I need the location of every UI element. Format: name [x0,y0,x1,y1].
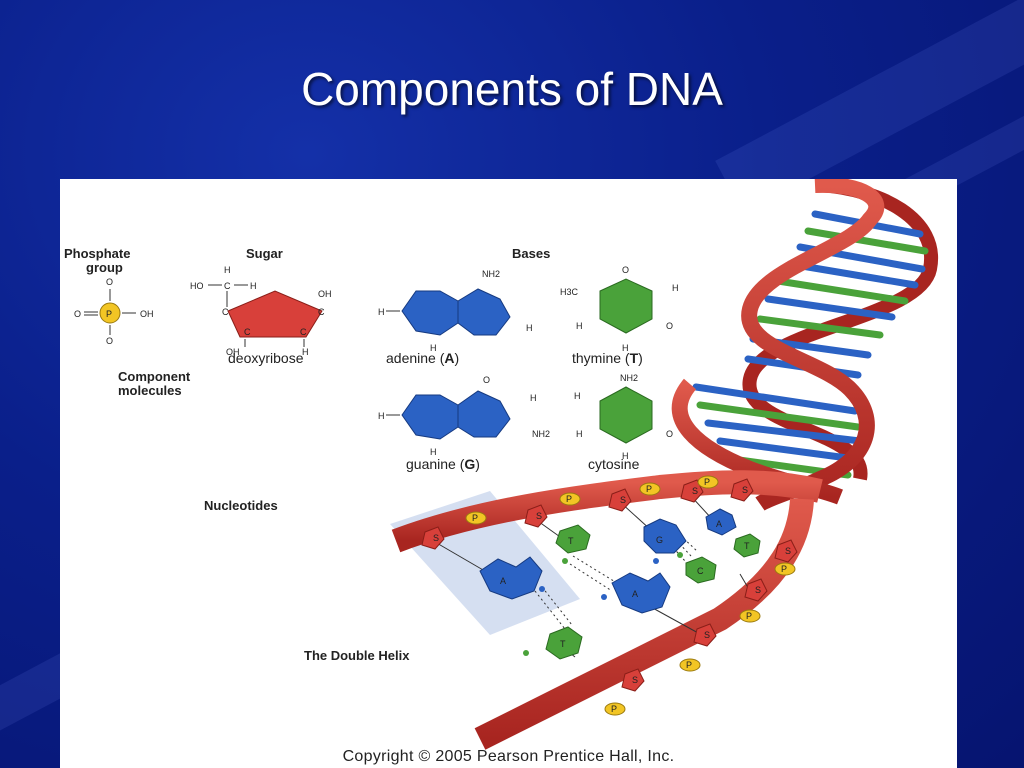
double-helix-upper [671,179,939,511]
base-label-guanine: G [656,535,663,545]
atom-label: OH [140,309,154,319]
adenine-structure: H NH2 H H [378,269,533,353]
atom-label: C [224,281,231,291]
base-label-cytosine: C [697,566,704,576]
atom-label: HO [190,281,204,291]
component-molecules-line1: Component [118,369,191,384]
guanine-structure: H O H NH2 H [378,375,550,457]
atom-label: C [300,327,307,337]
atom-label: OH [226,347,240,357]
helix-bases: A T T A G C A T [479,508,761,660]
guanine-label: guanine (G) [406,456,480,472]
sugar-label: S [620,495,626,505]
sugar-label: S [433,533,439,543]
deoxyribose-label: deoxyribose [228,350,304,366]
thymine-label: thymine (T) [572,350,643,366]
atom-label: C [244,327,251,337]
atom-label: O [106,336,113,346]
atom-label: OH [318,289,332,299]
sugar-label: S [742,485,748,495]
phosphate-label: P [646,484,652,494]
base-label-thymine: T [560,639,566,649]
component-molecules: Phosphate group P O OH O O Sugar C C C C… [64,246,679,472]
atom-label: O [106,277,113,287]
thymine-structure: H3C O H O H H [560,265,679,353]
helix-base-pairs [692,210,929,479]
atom-label: O [666,429,673,439]
cytosine-label: cytosine [588,456,640,472]
atom-label: NH2 [620,373,638,383]
double-helix-lower: S S S S S S S S S P P P [390,470,823,750]
phosphate-label: P [746,611,752,621]
atom-label: H [576,429,583,439]
base-label-thymine: T [744,541,750,551]
atom-label: H [250,281,257,291]
sugar-structure: C C C C HO C H H OH OH H [190,265,332,357]
phosphate-heading-line2: group [86,260,123,275]
phosphate-label: P [781,564,787,574]
cytosine-structure: NH2 H H O H [574,373,673,461]
base-label-adenine: A [500,576,506,586]
sugar-label: S [755,585,761,595]
atom-label: H [574,391,581,401]
copyright-notice: Copyright © 2005 Pearson Prentice Hall, … [342,748,675,765]
atom-label: H [622,343,629,353]
atom-label: H [224,265,231,275]
base-label-adenine: A [716,519,722,529]
hydrogen-bonds [534,534,698,630]
component-molecules-line2: molecules [118,383,182,398]
base-label-thymine: T [568,536,574,546]
atom-label: O [483,375,490,385]
atom-label: H [378,307,385,317]
phosphate-heading-line1: Phosphate [64,246,130,261]
base-label-adenine: A [632,589,638,599]
atom-label: H [526,323,533,333]
adenine-label: adenine (A) [386,350,459,366]
phosphate-label: P [686,660,692,670]
atom-label: NH2 [482,269,500,279]
atom-label: C [222,307,229,317]
phosphate-structure: P O OH O O [74,277,154,346]
atom-label: H [302,347,309,357]
phosphate-markers: P P P P P P P P [465,475,796,716]
phosphate-label: P [566,494,572,504]
phosphate-atom: P [106,309,112,319]
sugar-label: S [704,630,710,640]
sugar-label: S [536,511,542,521]
atom-label: H3C [560,287,579,297]
dna-figure-panel: S S S S S S S S S P P P [60,179,957,768]
atom-label: O [666,321,673,331]
sugar-label: S [785,546,791,556]
sugar-label: S [692,486,698,496]
atom-label: H [672,283,679,293]
sugar-markers: S S S S S S S S S [421,478,798,692]
atom-label: H [378,411,385,421]
dna-diagram: S S S S S S S S S P P P [64,179,939,750]
sugar-heading: Sugar [246,246,283,261]
atom-label: NH2 [532,429,550,439]
atom-label: H [430,447,437,457]
slide-title: Components of DNA [301,63,723,115]
phosphate-label: P [611,704,617,714]
nucleotides-heading: Nucleotides [204,498,278,513]
atom-label: H [530,393,537,403]
atom-label: O [622,265,629,275]
phosphate-label: P [472,513,478,523]
bases-heading: Bases [512,246,550,261]
double-helix-heading: The Double Helix [304,648,410,663]
atom-label: C [318,307,325,317]
atom-label: H [430,343,437,353]
sugar-label: S [632,675,638,685]
backbone-strand-top [391,470,823,553]
atom-label: H [622,451,629,461]
atom-label: O [74,309,81,319]
atom-label: H [576,321,583,331]
phosphate-label: P [704,477,710,487]
